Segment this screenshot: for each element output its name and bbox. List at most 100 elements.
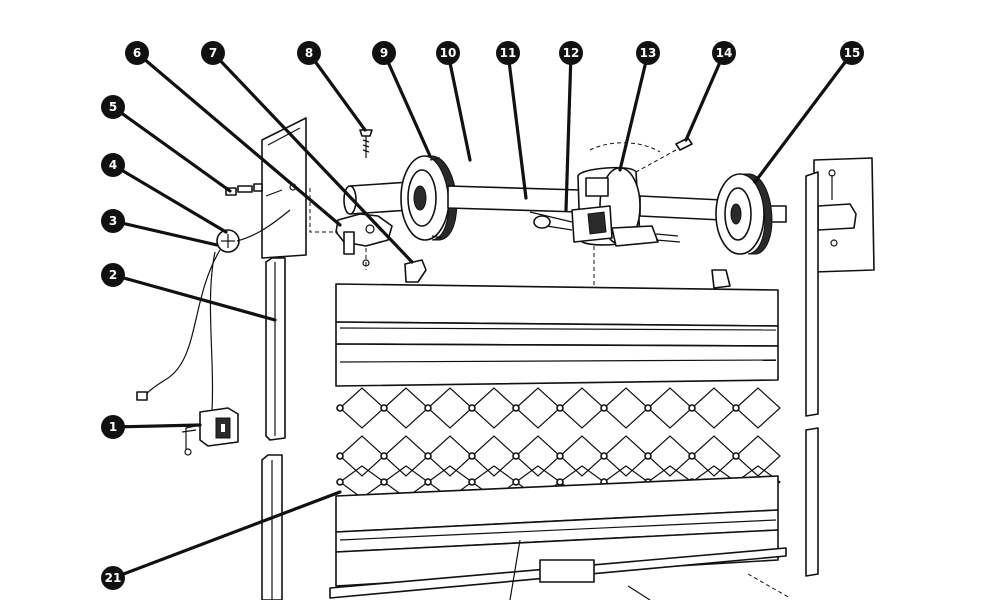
grille-link bbox=[559, 435, 605, 477]
motor-housing bbox=[529, 142, 681, 300]
right-mounting-plate bbox=[813, 157, 875, 273]
callout-13: 13 bbox=[618, 41, 660, 172]
leader-line-15 bbox=[753, 51, 854, 184]
leader-line-7 bbox=[211, 51, 414, 264]
grille-panel bbox=[336, 387, 782, 499]
callout-1: 1 bbox=[101, 415, 202, 439]
grille-link bbox=[647, 435, 693, 477]
grille-link bbox=[735, 435, 781, 477]
callout-number-6: 6 bbox=[133, 46, 141, 60]
callout-15: 15 bbox=[753, 41, 864, 184]
grille-link bbox=[735, 387, 781, 429]
grille-link bbox=[471, 435, 517, 477]
top-bolt bbox=[359, 129, 373, 158]
grille-pin bbox=[556, 478, 564, 486]
axle-tube bbox=[343, 181, 411, 215]
callout-number-11: 11 bbox=[500, 46, 517, 60]
callout-number-7: 7 bbox=[209, 46, 217, 60]
grille-pin bbox=[512, 452, 520, 460]
callout-circle-8 bbox=[297, 41, 321, 65]
leader-line-11 bbox=[506, 51, 528, 200]
grille-pin bbox=[336, 404, 344, 412]
leader-line-10 bbox=[446, 51, 472, 162]
switch-box bbox=[181, 407, 239, 456]
left-guide-rail bbox=[261, 257, 286, 600]
callout-10: 10 bbox=[436, 41, 472, 162]
grille-pin bbox=[424, 452, 432, 460]
grille-link bbox=[383, 387, 429, 429]
callout-circle-15 bbox=[840, 41, 864, 65]
callout-8: 8 bbox=[297, 41, 367, 132]
right-guide-rail bbox=[805, 171, 819, 577]
leader-line-12 bbox=[564, 51, 573, 212]
grille-link bbox=[559, 387, 605, 429]
callout-circle-1 bbox=[101, 415, 125, 439]
grille-pin bbox=[688, 452, 696, 460]
callout-number-2: 2 bbox=[109, 268, 117, 282]
cables bbox=[136, 209, 291, 411]
leader-line-2 bbox=[111, 273, 277, 322]
grille-pin bbox=[424, 404, 432, 412]
callout-number-10: 10 bbox=[440, 46, 457, 60]
grille-link bbox=[471, 387, 517, 429]
callout-9: 9 bbox=[372, 41, 432, 158]
cable-junction bbox=[216, 229, 240, 253]
callout-number-9: 9 bbox=[380, 46, 388, 60]
callout-number-4: 4 bbox=[109, 158, 117, 172]
callout-circle-3 bbox=[101, 209, 125, 233]
leader-line-5 bbox=[111, 105, 232, 193]
main-shaft bbox=[447, 185, 787, 223]
grille-pin bbox=[556, 452, 564, 460]
grille-pin bbox=[468, 478, 476, 486]
callout-number-13: 13 bbox=[640, 46, 657, 60]
callout-number-14: 14 bbox=[716, 46, 733, 60]
grille-pin bbox=[468, 452, 476, 460]
grille-pin bbox=[512, 404, 520, 412]
grille-link bbox=[383, 435, 429, 477]
grille-link bbox=[339, 387, 385, 429]
grille-link bbox=[603, 387, 649, 429]
callout-4: 4 bbox=[101, 153, 228, 234]
callout-circle-11 bbox=[496, 41, 520, 65]
grille-pin bbox=[468, 404, 476, 412]
grille-pin bbox=[380, 452, 388, 460]
leader-line-14 bbox=[684, 51, 726, 142]
callout-2: 2 bbox=[101, 263, 277, 322]
callout-circle-21 bbox=[101, 566, 125, 590]
grille-pin bbox=[336, 452, 344, 460]
left-disc bbox=[400, 155, 458, 241]
callout-circle-2 bbox=[101, 263, 125, 287]
leader-line-6 bbox=[135, 51, 342, 227]
leader-line-8 bbox=[307, 51, 367, 132]
callout-circle-9 bbox=[372, 41, 396, 65]
leader-line-1 bbox=[111, 423, 202, 429]
grille-link bbox=[339, 435, 385, 477]
callout-circle-7 bbox=[201, 41, 225, 65]
leader-line-4 bbox=[111, 163, 228, 234]
grille-link bbox=[338, 465, 386, 499]
grille-pin bbox=[688, 404, 696, 412]
callout-circle-12 bbox=[559, 41, 583, 65]
grille-link bbox=[427, 387, 473, 429]
grille-link bbox=[691, 387, 737, 429]
callout-number-1: 1 bbox=[109, 420, 117, 434]
bottom-slat-panel bbox=[329, 475, 791, 600]
grille-pin bbox=[600, 404, 608, 412]
callout-6: 6 bbox=[125, 41, 342, 227]
callout-circle-14 bbox=[712, 41, 736, 65]
grille-link bbox=[427, 435, 473, 477]
callout-circle-4 bbox=[101, 153, 125, 177]
grille-pin bbox=[424, 478, 432, 486]
callout-number-3: 3 bbox=[109, 214, 117, 228]
grille-pin bbox=[556, 404, 564, 412]
callout-11: 11 bbox=[496, 41, 528, 200]
grille-pin bbox=[380, 478, 388, 486]
grille-pin bbox=[336, 478, 344, 486]
callout-number-12: 12 bbox=[563, 46, 580, 60]
callout-circle-6 bbox=[125, 41, 149, 65]
callout-7: 7 bbox=[201, 41, 414, 264]
grille-pin bbox=[644, 404, 652, 412]
callout-21: 21 bbox=[101, 490, 342, 590]
